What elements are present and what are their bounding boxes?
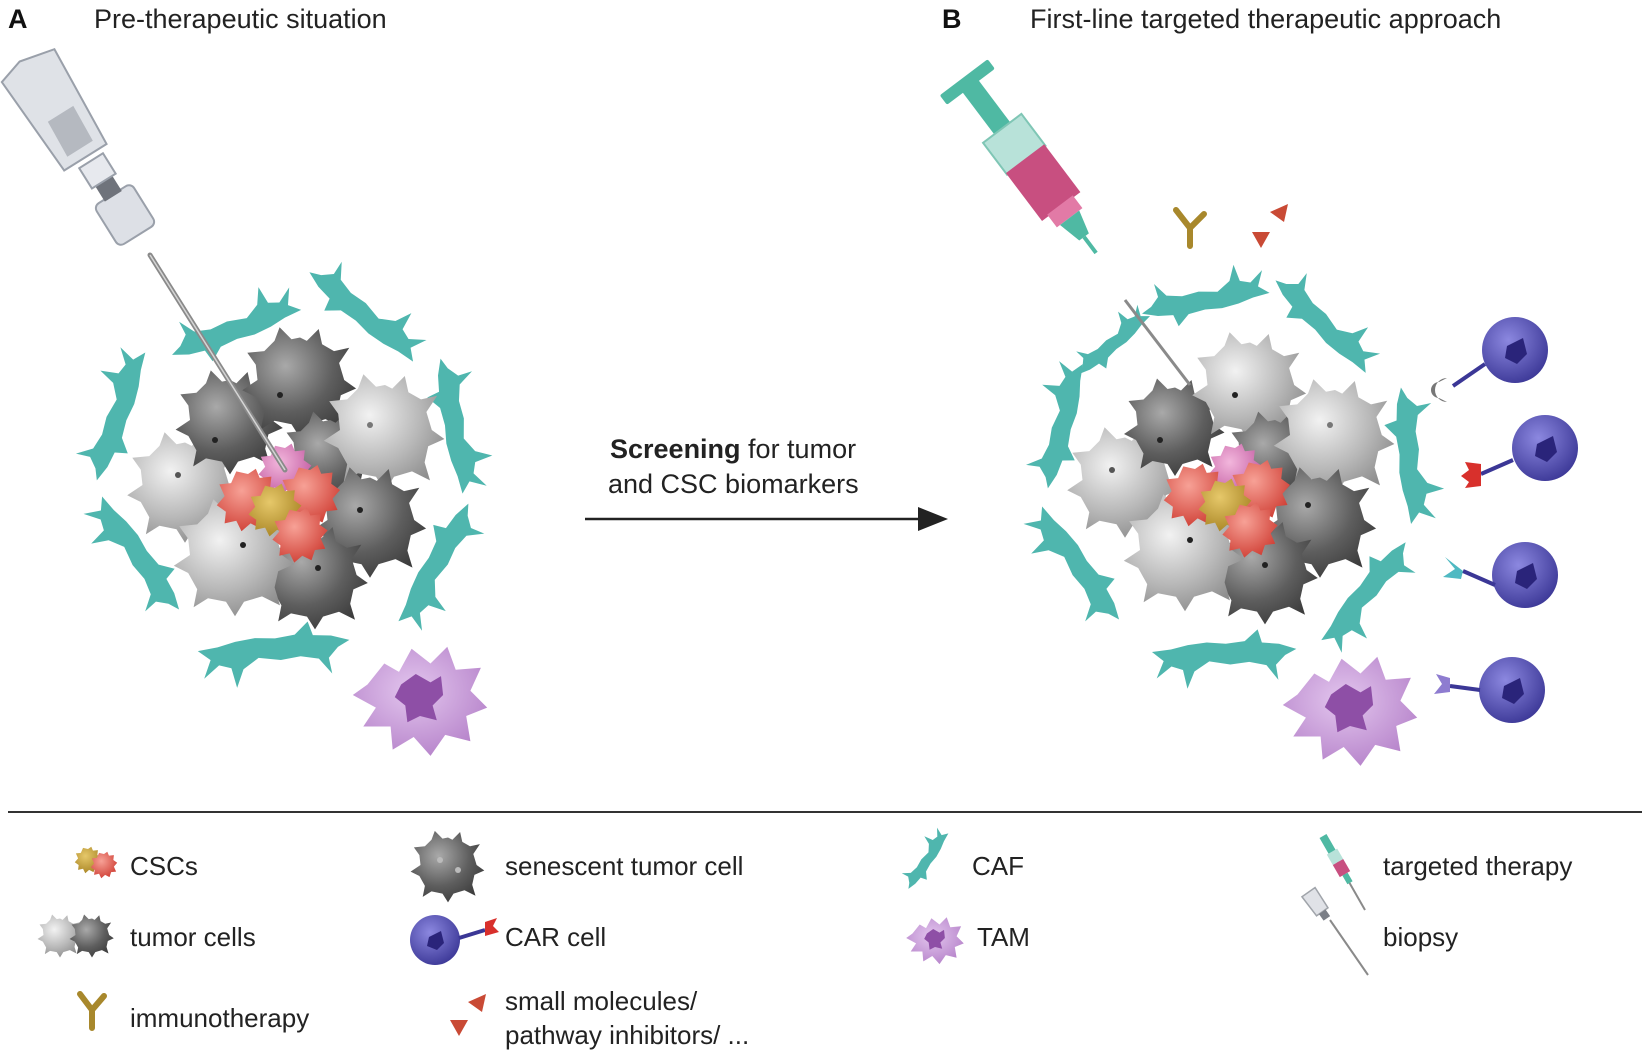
legend-csc-icon [74,846,118,879]
legend-car-cell-icon [410,915,499,965]
screening-arrow: Screening for tumor and CSC biomarkers [585,434,948,531]
tumor-cells-a [127,327,445,630]
car-cell-icon [1443,542,1558,608]
tam-a [352,646,488,756]
panel-a-letter: A [8,4,28,34]
arrow-label-line1: Screening for tumor [610,434,856,464]
legend-biopsy-icon [1300,886,1369,976]
legend-targeted-therapy: targeted therapy [1383,851,1572,881]
panel-a-tumor [0,47,499,756]
legend-antibody-icon [77,991,107,1031]
arrow-label-rest: for tumor [741,434,857,464]
legend-tumor-cells-icon [37,914,114,958]
antibody-icon [1173,207,1207,249]
car-cell-icon [1461,415,1578,488]
legend-caf-icon [894,822,956,895]
panel-b-tumor [940,59,1578,766]
legend-senescent: senescent tumor cell [505,851,743,881]
caf-icon [196,617,353,692]
caf-icon [1151,627,1298,690]
legend-immunotherapy: immunotherapy [130,1003,309,1033]
legend-cscs: CSCs [130,851,198,881]
panel-b-title: First-line targeted therapeutic approach [1030,4,1501,34]
caf-icon [421,352,498,497]
caf-icon [1136,259,1273,333]
car-cell-icon [1434,657,1545,723]
caf-icon [1381,384,1447,526]
legend-small-molecules-line2: pathway inhibitors/ ... [505,1020,749,1050]
small-molecule-icon [1252,204,1288,248]
panel-b-letter: B [942,4,962,34]
panel-a-title: Pre-therapeutic situation [94,4,387,34]
legend-senescent-icon [410,830,485,903]
legend-car-cell: CAR cell [505,922,606,952]
car-cell-icon [1431,317,1548,402]
legend-small-molecules-line1: small molecules/ [505,986,698,1016]
tumor-cells-b [1067,332,1395,625]
syringe-icon [940,59,1192,386]
legend-tam: TAM [977,922,1030,952]
legend-small-molecule-icon [450,994,486,1036]
legend: CSCs tumor cells immunotherapy senescent… [37,822,1572,1050]
legend-biopsy: biopsy [1383,922,1458,952]
tam-b [1282,656,1418,766]
legend-caf: CAF [972,851,1024,881]
arrow-label-bold: Screening [610,434,741,464]
arrow-label-line2: and CSC biomarkers [608,469,859,499]
legend-tam-icon [906,917,964,965]
legend-syringe-icon [1319,834,1366,911]
legend-tumor-cells: tumor cells [130,922,256,952]
biopsy-needle-icon [0,47,288,473]
